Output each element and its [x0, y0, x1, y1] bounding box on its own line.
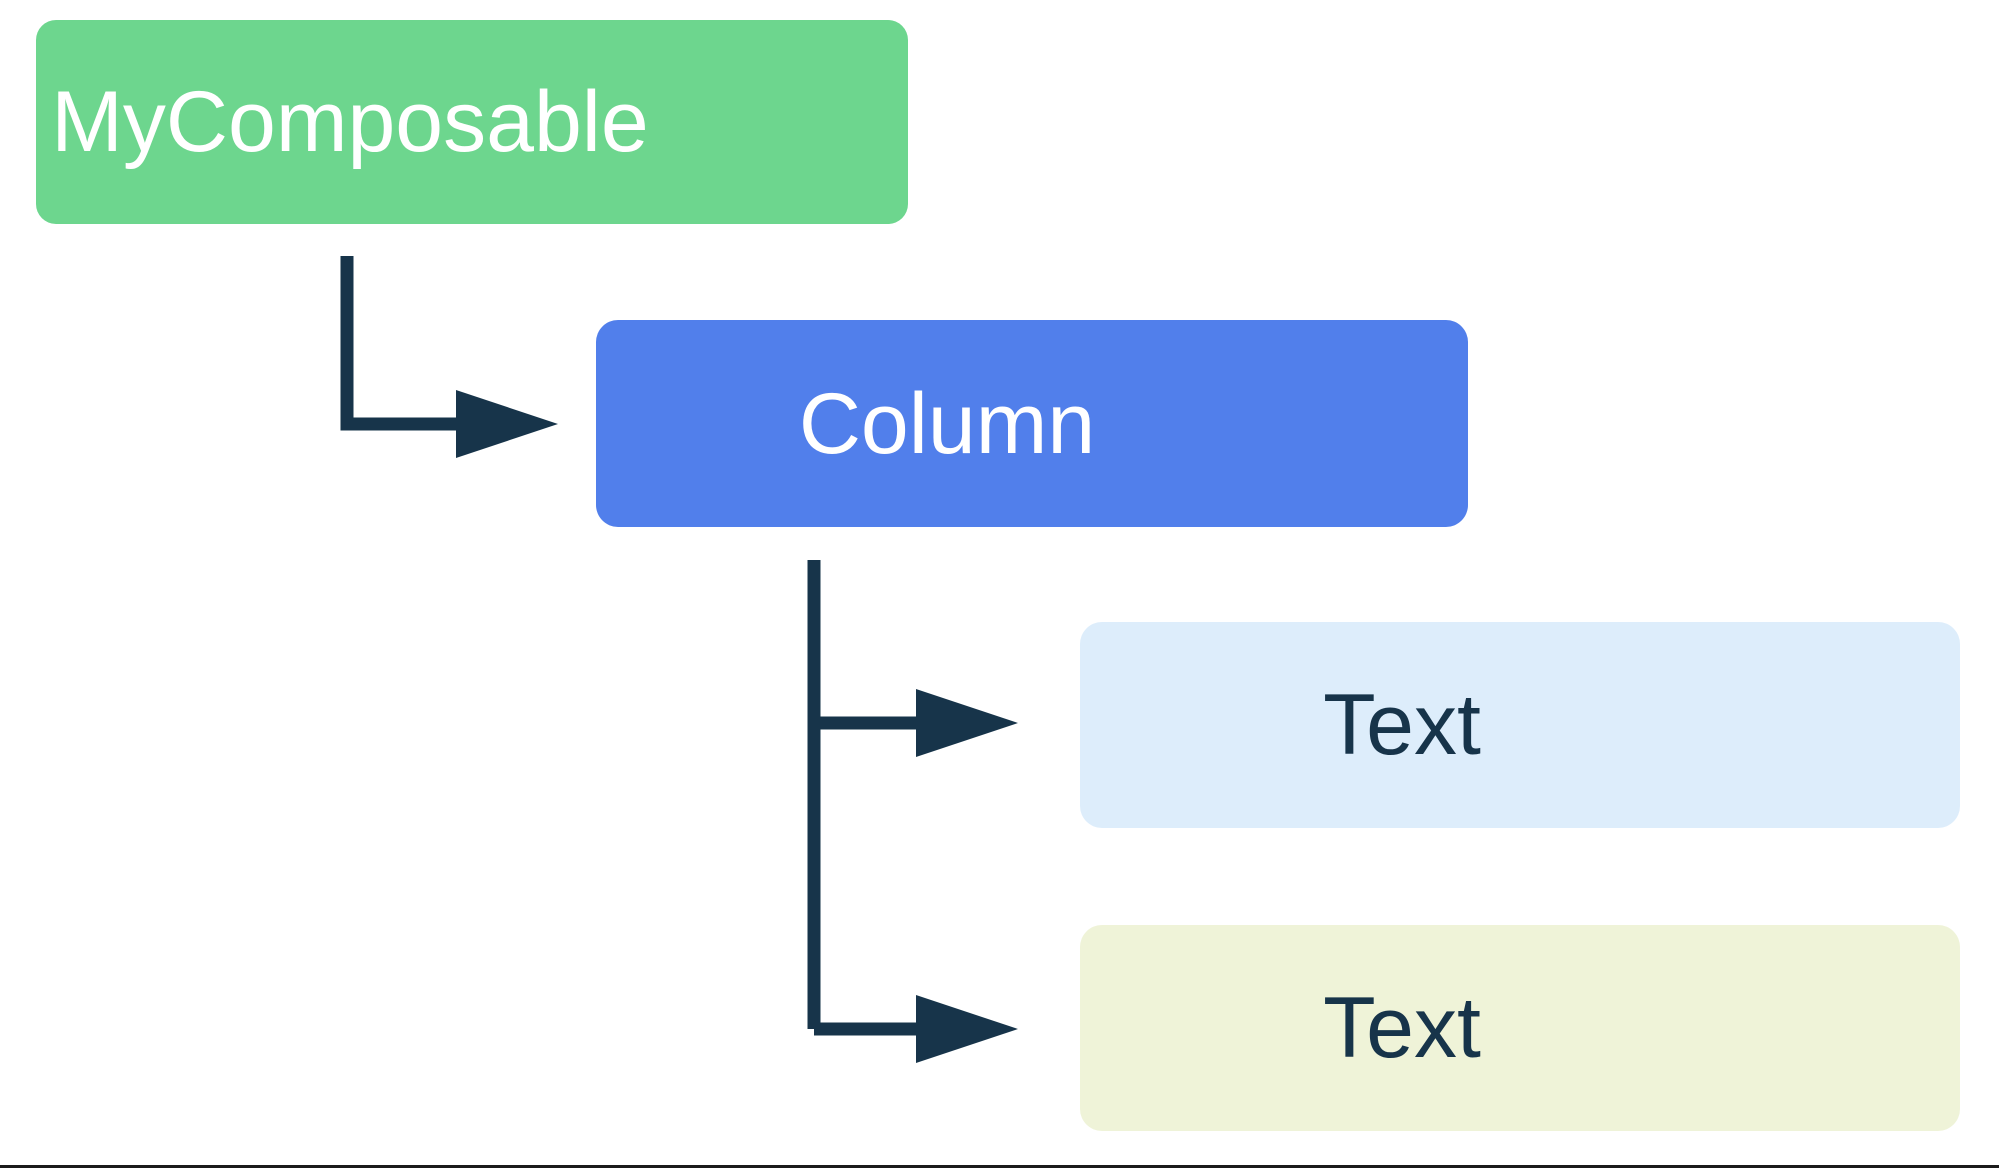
- node-column[interactable]: Column: [596, 320, 1468, 527]
- edge-column-to-text-2: [814, 995, 1018, 1063]
- edge-root-to-column-arrowhead: [456, 390, 558, 458]
- edge-column-to-text-2-arrowhead: [916, 995, 1018, 1063]
- node-text-2-label: Text: [1323, 980, 1481, 1076]
- node-column-label: Column: [798, 375, 1096, 472]
- bottom-divider: [0, 1165, 1999, 1168]
- edge-column-to-text-1-arrowhead: [916, 689, 1018, 757]
- node-text-1[interactable]: Text: [1080, 622, 1960, 828]
- node-my-composable[interactable]: MyComposable: [36, 20, 908, 224]
- edge-root-to-column-line: [340, 256, 462, 431]
- node-my-composable-label: MyComposable: [51, 74, 649, 170]
- node-text-2[interactable]: Text: [1080, 925, 1960, 1131]
- edge-column-to-text-1: [814, 689, 1018, 757]
- edge-root-to-column: [340, 256, 558, 458]
- node-text-1-label: Text: [1323, 677, 1481, 773]
